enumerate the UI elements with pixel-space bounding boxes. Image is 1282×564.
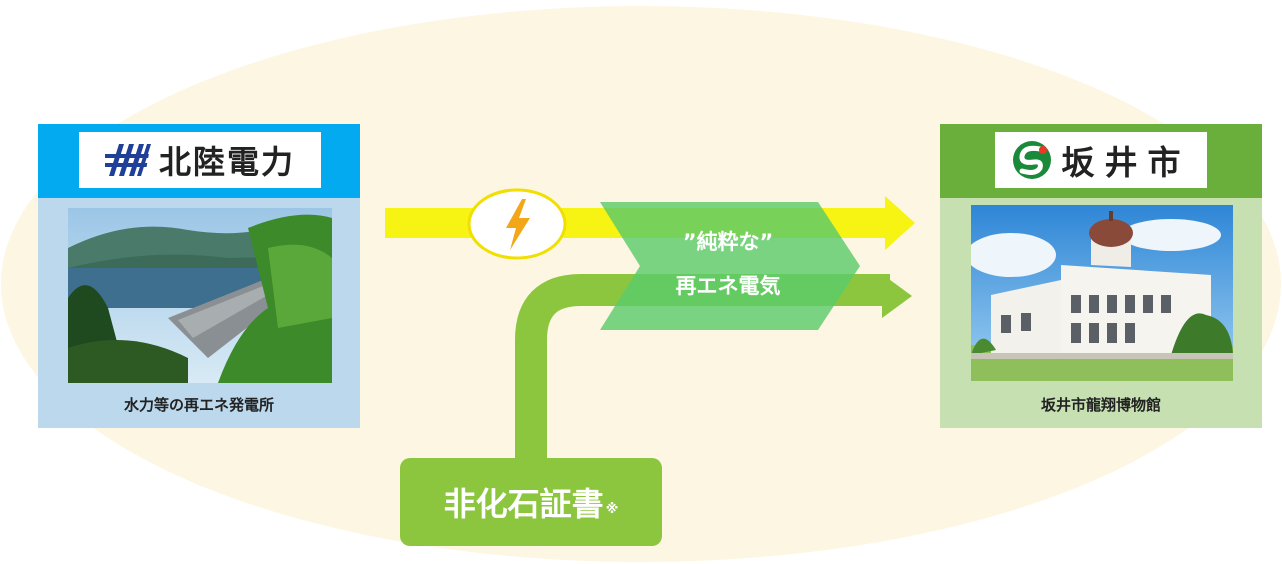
sakai-city-emblem-icon xyxy=(1012,141,1051,179)
blend-chevron xyxy=(600,202,860,330)
source-caption: 水力等の再エネ発電所 xyxy=(123,396,274,414)
certificate-label: 非化石証書 xyxy=(443,485,604,523)
destination-city-name: 坂井市 xyxy=(1061,143,1191,182)
source-logo: 北陸電力 xyxy=(79,132,321,188)
flow-label-line2: 再エネ電気 xyxy=(675,274,781,298)
museum-photo xyxy=(971,205,1233,381)
dam-photo xyxy=(68,208,332,383)
destination-header: 坂井市 xyxy=(940,124,1262,198)
source-header: 北陸電力 xyxy=(38,124,360,198)
certificate-box: 非化石証書 ※ xyxy=(400,458,662,546)
destination-card: 坂井市 xyxy=(940,124,1262,428)
destination-caption: 坂井市龍翔博物館 xyxy=(1040,396,1161,414)
destination-logo: 坂井市 xyxy=(995,132,1207,188)
source-card: 北陸電力 水力等の再エネ発電所 xyxy=(38,124,360,428)
flow-label-line1: ”純粋な” xyxy=(682,230,774,254)
certificate-note-mark: ※ xyxy=(605,501,619,517)
lightning-bolt-icon xyxy=(467,188,567,260)
source-company-name: 北陸電力 xyxy=(158,143,295,181)
hokuriku-logo-icon xyxy=(104,144,151,176)
certificate-arrow xyxy=(515,274,912,460)
